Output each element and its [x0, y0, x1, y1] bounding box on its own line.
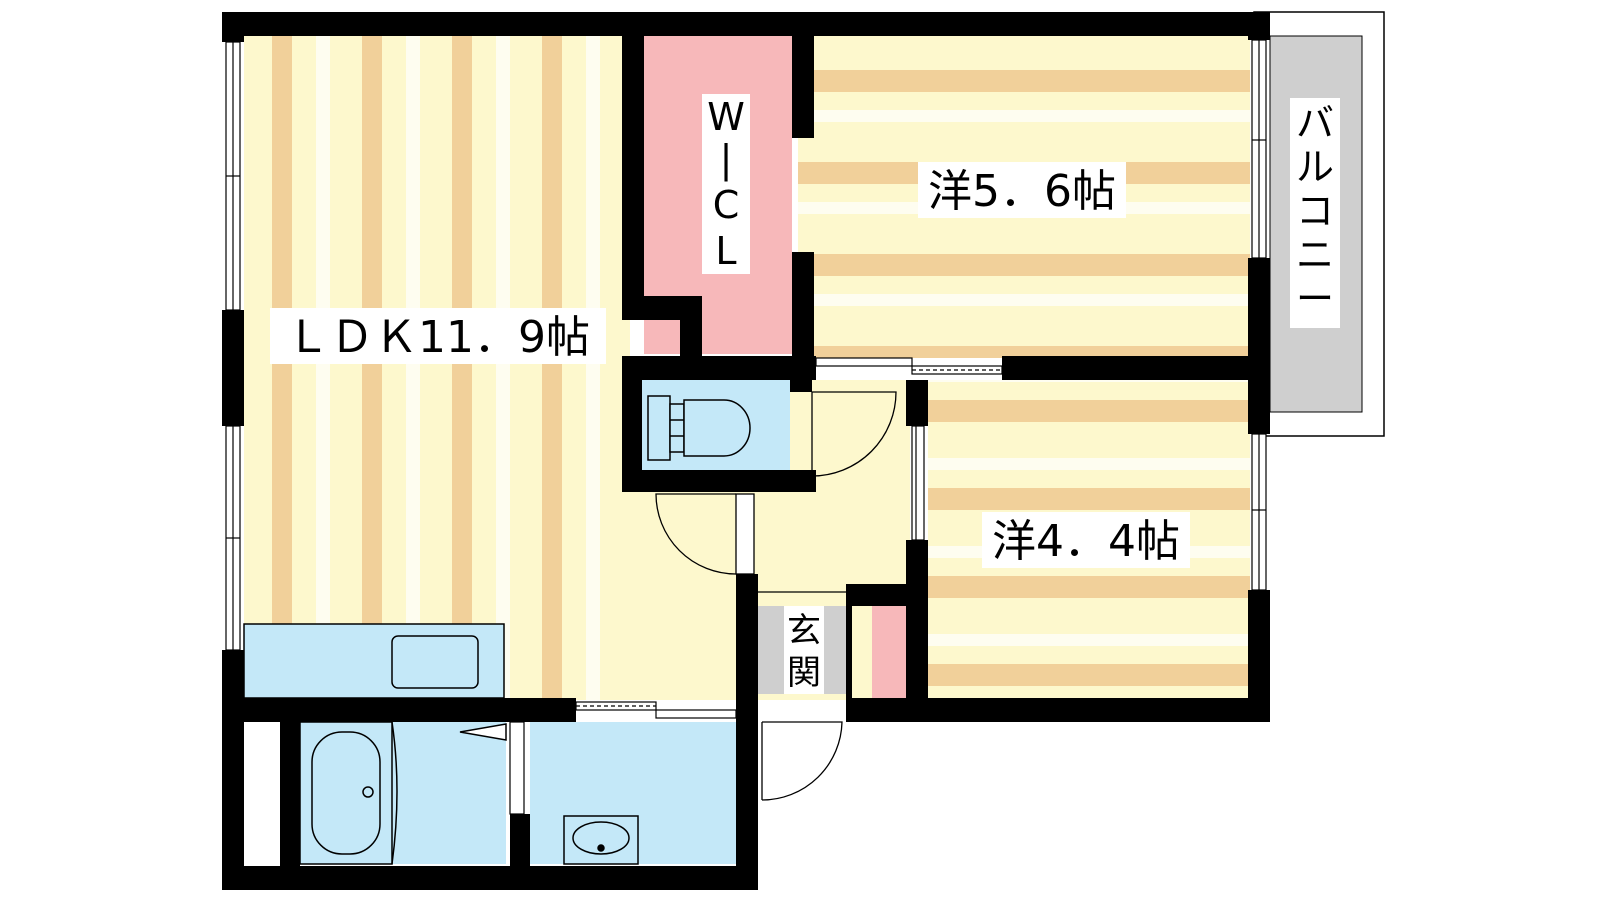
swing-doors [655, 391, 897, 801]
wcl-label-bg [702, 94, 750, 274]
shoe-cabinet [872, 606, 906, 698]
wcl-label-char: | [720, 137, 733, 182]
balcony-label-char: バ [1296, 101, 1334, 145]
western-2-label-bg [982, 512, 1190, 568]
sliding-doors [509, 357, 1003, 815]
balcony-label-char: ル [1296, 145, 1334, 189]
sink [391, 635, 479, 689]
balcony-label-char: ー [1296, 277, 1334, 321]
washbasin [459, 723, 639, 865]
toilet [647, 395, 751, 461]
western-1-label-bg [918, 162, 1126, 218]
ldk-floor [244, 36, 630, 700]
balcony-label-bg [1290, 98, 1340, 328]
kitchen-counter [243, 623, 505, 699]
walls [222, 12, 1270, 890]
western-room-2-label: 洋4．4帖 [992, 516, 1180, 567]
windows [225, 39, 1267, 651]
wcl-label-char: C [713, 183, 740, 227]
wcl-label-char: W [707, 95, 745, 139]
entrance-label-bg [784, 606, 824, 694]
western-room-1-label: 洋5．6帖 [928, 166, 1116, 217]
balcony-label-char: ニ [1296, 233, 1334, 277]
bathtub [299, 721, 398, 865]
wcl-label-char: L [715, 229, 736, 273]
ldk-label: ＬＤＫ11．9帖 [286, 312, 590, 363]
ldk-label-bg [270, 308, 606, 364]
entrance-label-char: 関 [787, 653, 821, 693]
entrance-label-char: 玄 [787, 611, 821, 651]
balcony-label-char: コ [1296, 189, 1334, 233]
